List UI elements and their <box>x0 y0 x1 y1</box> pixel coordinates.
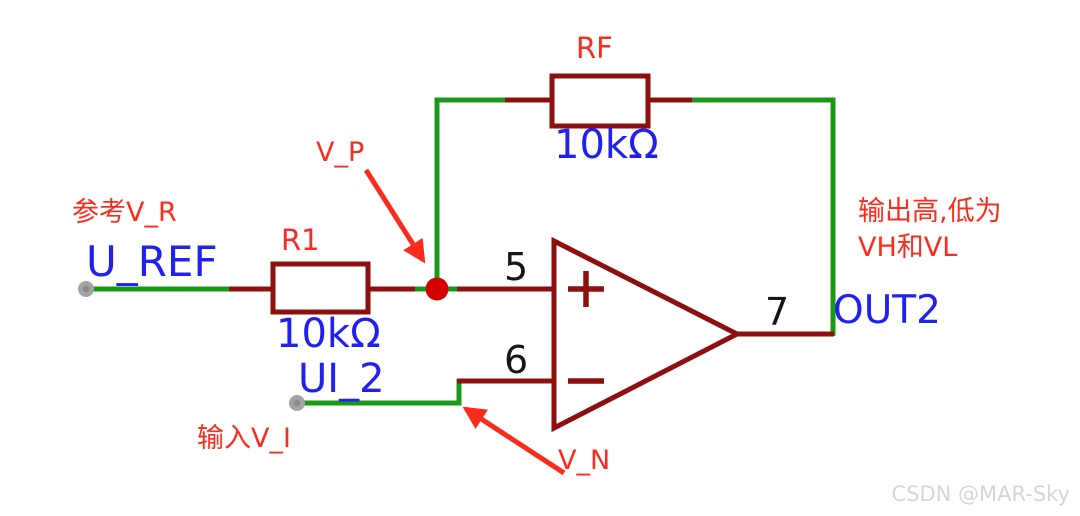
opamp-pin6-number: 6 <box>504 338 529 382</box>
watermark: CSDN @MAR-Sky <box>891 482 1070 506</box>
resistor-rf-name: RF <box>576 31 613 65</box>
opamp-pin5-number: 5 <box>504 245 529 289</box>
net-label-ui2: UI_2 <box>298 356 385 402</box>
net-label-uref: U_REF <box>86 237 218 286</box>
terminals <box>78 281 305 411</box>
junction-dot <box>425 277 449 301</box>
resistor-r1-name: R1 <box>281 223 320 257</box>
input-note-label: 输入V_I <box>197 423 291 454</box>
wire-feedback-left <box>434 97 508 291</box>
resistor-rf-body <box>549 73 651 129</box>
output-note-line1: 输出高,低为 <box>858 196 1002 227</box>
opamp-pin7-number: 7 <box>765 290 790 334</box>
output-note-line2: VH和VL <box>858 232 958 263</box>
dark-red-wires <box>229 97 834 384</box>
vn-arrow-icon <box>462 406 566 476</box>
opamp-symbol <box>551 236 743 433</box>
wire-ui2-green <box>296 379 462 406</box>
net-label-out2: OUT2 <box>833 288 941 333</box>
opamp-input-marks <box>568 271 604 384</box>
vn-label: V_N <box>558 445 611 476</box>
wire-feedback-right <box>689 97 836 336</box>
annotation-arrows <box>363 168 566 476</box>
vp-label: V_P <box>316 137 365 168</box>
vp-arrow-icon <box>363 168 426 264</box>
resistor-r1-body <box>270 261 371 315</box>
green-wires <box>88 97 836 406</box>
resistor-rf-value: 10kΩ <box>554 122 659 168</box>
reference-note-label: 参考V_R <box>72 197 177 228</box>
resistor-r1-value: 10kΩ <box>276 311 381 357</box>
